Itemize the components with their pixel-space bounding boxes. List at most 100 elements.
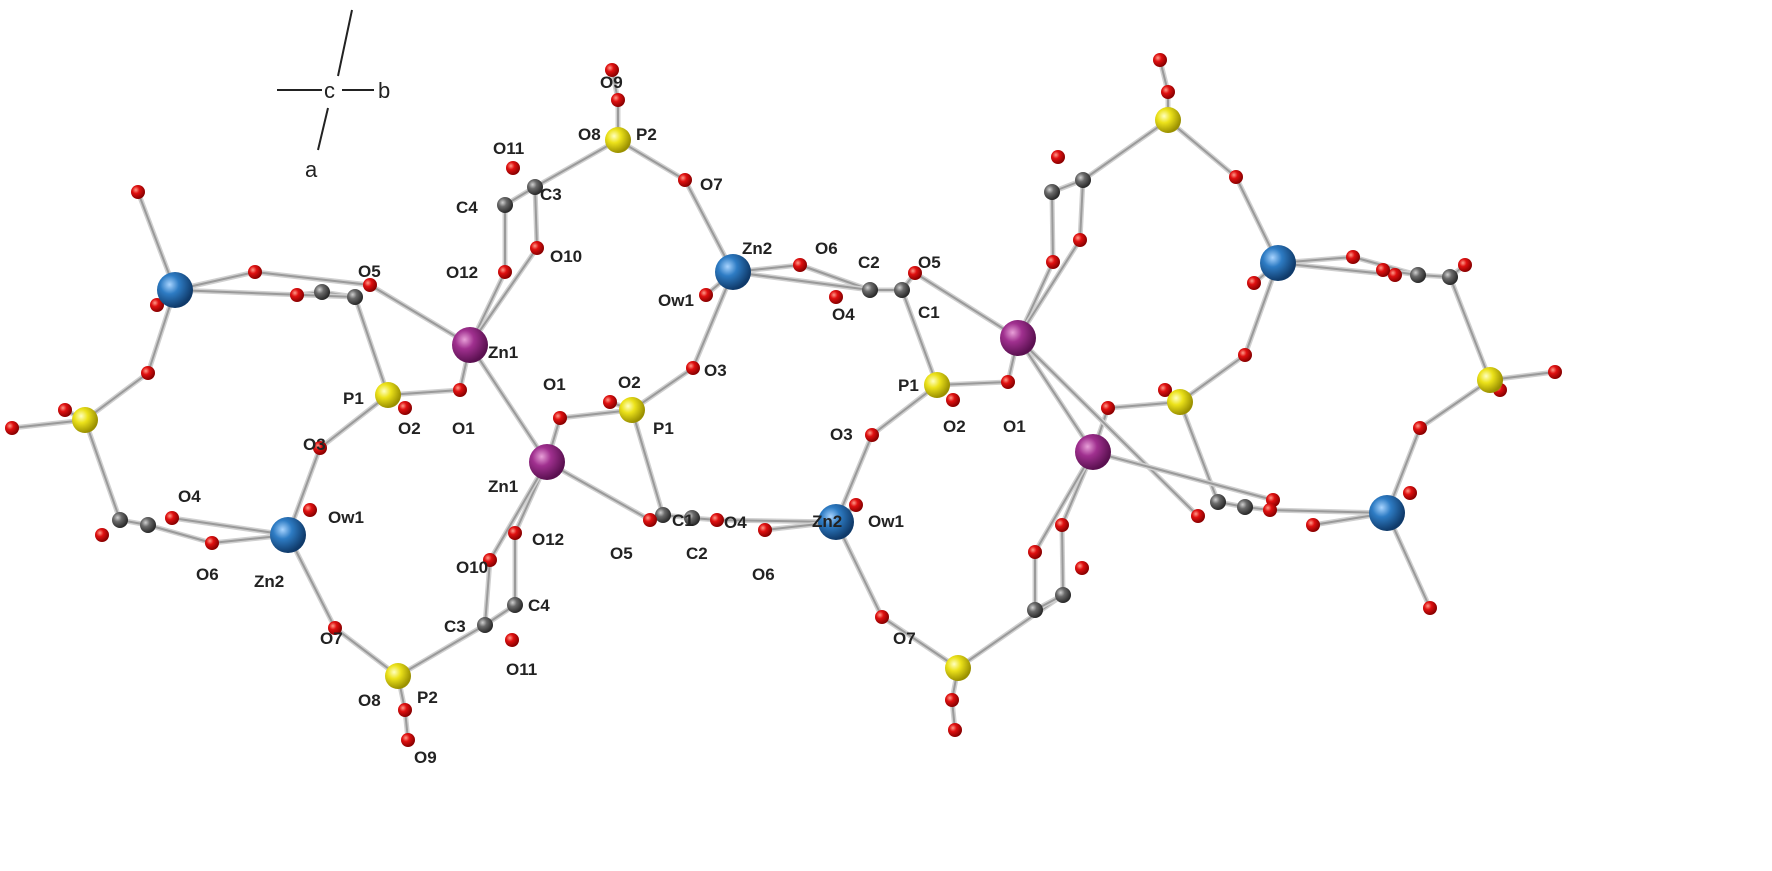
atom-o	[303, 503, 317, 517]
atom-o	[131, 185, 145, 199]
atom-o	[1388, 268, 1402, 282]
atom-label-zn1: Zn1	[488, 477, 518, 496]
bond	[489, 461, 548, 561]
atom-label-c4: C4	[528, 596, 550, 615]
atom-o	[530, 241, 544, 255]
atom-o	[1306, 518, 1320, 532]
bond	[369, 284, 471, 346]
atom-o	[849, 498, 863, 512]
atom-c	[1044, 184, 1060, 200]
atom-o	[758, 523, 772, 537]
atom-o	[1238, 348, 1252, 362]
atom-label-zn1: Zn1	[488, 343, 518, 362]
atom-zn1	[1000, 320, 1036, 356]
atom-c	[1237, 499, 1253, 515]
atom-label-o4: O4	[178, 487, 201, 506]
atom-label-p1: P1	[653, 419, 674, 438]
atom-label-o6: O6	[815, 239, 838, 258]
bond	[1051, 191, 1054, 263]
atom-zn2	[1369, 495, 1405, 531]
atom-label-ow1: Ow1	[658, 291, 694, 310]
bond	[1079, 179, 1084, 241]
atom-o	[313, 441, 327, 455]
atom-o	[58, 403, 72, 417]
bond	[84, 419, 121, 521]
atom-label-c2: C2	[858, 253, 880, 272]
bond	[799, 264, 871, 291]
bond	[1419, 379, 1491, 429]
atom-o	[401, 733, 415, 747]
atom-label-o5: O5	[610, 544, 633, 563]
atom-o	[95, 528, 109, 542]
bond	[534, 139, 619, 188]
axis-indicator: c b a	[277, 9, 390, 182]
bond	[254, 271, 371, 286]
axis-label-a: a	[305, 157, 318, 182]
atom-o	[553, 411, 567, 425]
atom-o	[829, 290, 843, 304]
axis-label-b: b	[378, 78, 390, 103]
atom-label-o2: O2	[943, 417, 966, 436]
atom-p	[385, 663, 411, 689]
atom-o	[643, 513, 657, 527]
atom-o	[165, 511, 179, 525]
atom-o	[1075, 561, 1089, 575]
atom-label-o10: O10	[456, 558, 488, 577]
atom-o	[290, 288, 304, 302]
atom-label-c1: C1	[672, 511, 694, 530]
atom-p	[375, 382, 401, 408]
atom-label-o9: O9	[600, 73, 623, 92]
atom-o	[508, 526, 522, 540]
atoms	[5, 53, 1562, 747]
atom-c	[140, 517, 156, 533]
atom-o	[1263, 503, 1277, 517]
atom-label-o11: O11	[493, 139, 524, 158]
atom-o	[611, 93, 625, 107]
atom-o	[1055, 518, 1069, 532]
atom-o	[603, 395, 617, 409]
atom-o	[710, 513, 724, 527]
bond	[1179, 354, 1246, 403]
atom-zn1	[1075, 434, 1111, 470]
atom-label-o4: O4	[724, 513, 747, 532]
atom-o	[141, 366, 155, 380]
atom-o	[1046, 255, 1060, 269]
atom-label-o4: O4	[832, 305, 855, 324]
bond	[546, 461, 651, 521]
atom-o	[150, 298, 164, 312]
atom-label-p2: P2	[417, 688, 438, 707]
atom-zn2	[157, 272, 193, 308]
atom-label-zn2: Zn2	[812, 512, 842, 531]
atom-o	[1548, 365, 1562, 379]
atom-o	[1191, 509, 1205, 523]
bond	[147, 524, 213, 544]
atom-o	[1101, 401, 1115, 415]
bond	[319, 394, 389, 449]
atom-label-c4: C4	[456, 198, 478, 217]
atom-p	[1155, 107, 1181, 133]
atom-p	[1167, 389, 1193, 415]
atom-c	[894, 282, 910, 298]
bond	[1034, 451, 1094, 553]
atom-c	[1027, 602, 1043, 618]
bond	[1017, 337, 1199, 517]
c-axis-line	[337, 9, 353, 77]
atom-c	[862, 282, 878, 298]
atom-o	[686, 361, 700, 375]
atom-o	[945, 693, 959, 707]
atom-label-o9: O9	[414, 748, 437, 767]
atom-o	[498, 265, 512, 279]
atom-zn1	[452, 327, 488, 363]
atom-o	[205, 536, 219, 550]
atom-label-zn2: Zn2	[742, 239, 772, 258]
atom-c	[477, 617, 493, 633]
atom-label-ow1: Ow1	[328, 508, 364, 527]
atom-p	[619, 397, 645, 423]
atom-o	[1403, 486, 1417, 500]
atom-o	[605, 63, 619, 77]
atom-c	[527, 179, 543, 195]
atom-label-o2: O2	[398, 419, 421, 438]
atom-zn2	[818, 504, 854, 540]
